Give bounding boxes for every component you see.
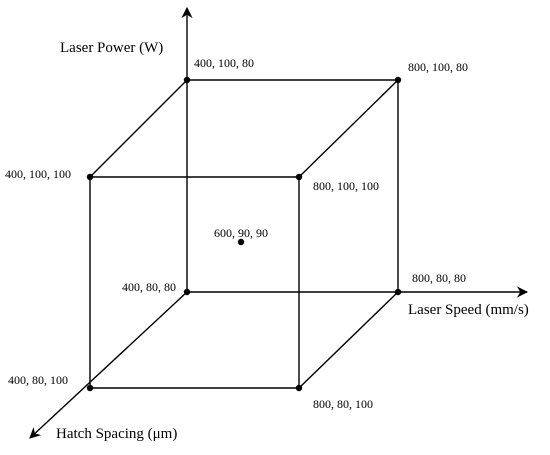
hatch-spacing-axis bbox=[29, 291, 188, 439]
label-back-top-left: 400, 100, 80 bbox=[194, 56, 254, 70]
vertex-back-top-right bbox=[394, 76, 402, 84]
laser-power-axis-label: Laser Power (W) bbox=[60, 40, 163, 56]
edge-top-right-connector bbox=[298, 79, 399, 178]
vertex-front-bottom-right bbox=[295, 384, 303, 392]
vertex-back-bottom-right bbox=[394, 288, 402, 296]
vertex-front-top-left bbox=[86, 173, 94, 181]
label-back-bottom-left: 400, 80, 80 bbox=[122, 280, 176, 294]
vertex-front-bottom-left bbox=[86, 384, 94, 392]
label-center: 600, 90, 90 bbox=[214, 226, 268, 240]
label-back-top-right: 800, 100, 80 bbox=[408, 60, 468, 74]
label-back-bottom-right: 800, 80, 80 bbox=[412, 271, 466, 285]
edge-bottom-right-connector bbox=[298, 291, 399, 389]
vertex-center bbox=[237, 238, 245, 246]
vertex-front-top-right bbox=[295, 173, 303, 181]
vertex-back-bottom-left bbox=[183, 288, 191, 296]
hatch-spacing-axis-label: Hatch Spacing (μm) bbox=[56, 426, 177, 442]
label-front-bottom-right: 800, 80, 100 bbox=[313, 397, 373, 411]
label-front-top-left: 400, 100, 100 bbox=[5, 167, 71, 181]
vertex-back-top-left bbox=[183, 76, 191, 84]
label-front-top-right: 800, 100, 100 bbox=[313, 179, 379, 193]
laser-speed-axis-label: Laser Speed (mm/s) bbox=[408, 302, 529, 318]
label-front-bottom-left: 400, 80, 100 bbox=[8, 373, 68, 387]
edge-top-left-connector bbox=[89, 79, 188, 178]
